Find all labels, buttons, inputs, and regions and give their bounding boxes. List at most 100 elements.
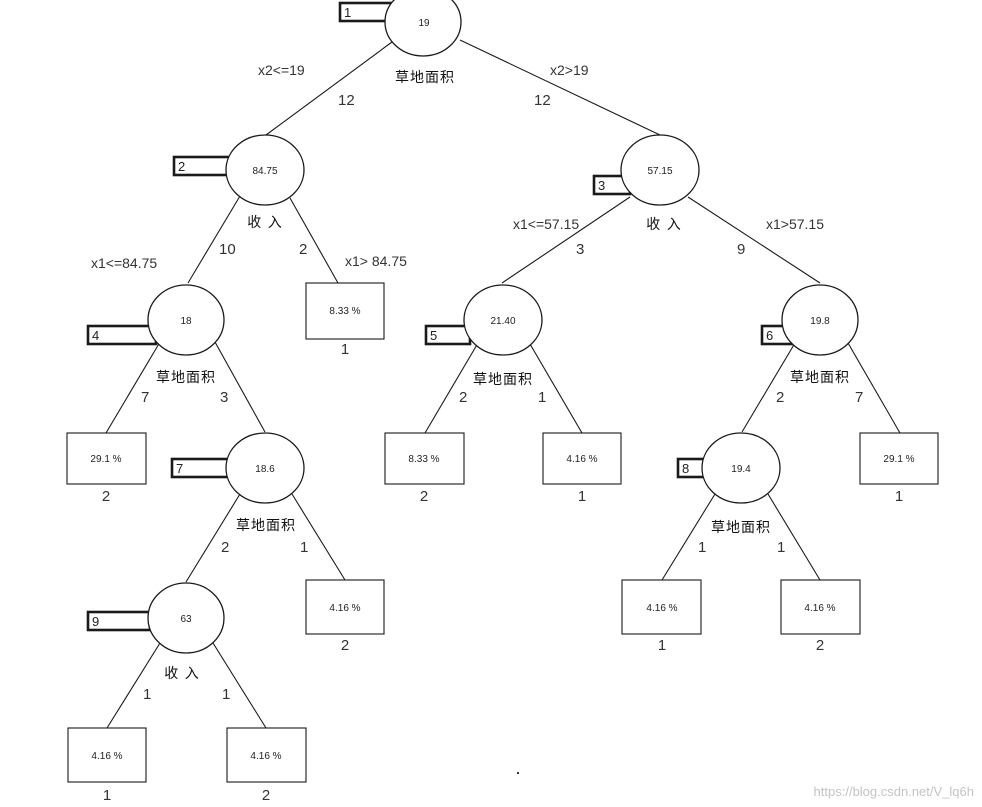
node-9-value: 63 [180,614,192,625]
leaf-i-pct: 4.16 % [91,751,122,762]
leaf-percentages: 8.33 % 29.1 % 8.33 % 4.16 % 29.1 % 4.16 … [90,306,914,762]
leaf-i-class: 1 [103,787,111,804]
edge-7-right-count: 1 [300,539,308,556]
edge-2-4 [187,195,241,284]
node-9-id: 9 [92,614,99,629]
node-2-value: 84.75 [252,166,277,177]
leaf-a-box [305,282,385,340]
edge-6-left-count: 2 [776,389,784,406]
leaf-b-pct: 29.1 % [90,454,121,465]
leaf-e-class: 1 [895,488,903,505]
edge-5-leaf-d [529,343,583,434]
edge-3-5 [501,196,631,284]
leaf-class-labels: 1 2 2 1 1 2 1 2 1 2 [102,341,903,804]
node-9-split-var: 收 入 [164,666,199,682]
leaf-f-box [305,579,385,635]
node-1-id: 1 [344,5,351,20]
edge-9-leaf-j [212,642,267,729]
edge-7-leaf-f [291,493,346,581]
node-6-circle [781,284,859,356]
node-6-value: 19.8 [810,316,830,327]
node-3-split-var: 收 入 [646,217,681,233]
leaf-d-class: 1 [578,488,586,505]
leaf-g-pct: 4.16 % [646,603,677,614]
edge-4-left-count: 7 [141,389,149,406]
leaf-boxes [66,282,939,783]
node-7-circle [225,432,305,504]
leaf-f-pct: 4.16 % [329,603,360,614]
edge-1-3 [459,39,661,136]
leaf-e-pct: 29.1 % [883,454,914,465]
edge-9-right-count: 1 [222,686,230,703]
edge-2-left-condition: x1<=84.75 [91,255,157,271]
watermark: https://blog.csdn.net/V_lq6h [814,784,974,799]
node-2-split-var: 收 入 [247,215,282,231]
node-4-split-var: 草地面积 [156,370,216,386]
edge-6-8 [741,342,796,433]
edge-4-leaf-b [105,341,161,434]
edge-8-left-count: 1 [698,539,706,556]
stray-dot [517,772,519,774]
edge-2-left-count: 10 [219,241,236,258]
leaf-c-pct: 8.33 % [408,454,439,465]
split-variable-labels: 草地面积 收 入 收 入 草地面积 草地面积 草地面积 草地面积 草地面积 收 … [156,70,849,682]
node-5-split-var: 草地面积 [473,372,533,388]
node-4-value: 18 [180,316,192,327]
node-7-id: 7 [176,461,183,476]
edge-1-right-count: 12 [534,92,551,109]
edge-7-left-count: 2 [221,539,229,556]
node-values: 19 84.75 57.15 18 21.40 19.8 18.6 19.4 6… [180,18,830,625]
edge-1-left-condition: x2<=19 [258,62,305,78]
node-8-split-var: 草地面积 [711,520,771,536]
edge-2-leaf-a [289,197,339,284]
node-2-id: 2 [178,159,185,174]
leaf-a-class: 1 [341,341,349,358]
leaf-h-class: 2 [816,637,824,654]
tree-edges [105,39,901,729]
node-8-value: 19.4 [731,464,751,475]
node-8-id: 8 [682,461,689,476]
edge-3-left-count: 3 [576,241,584,258]
edge-3-left-condition: x1<=57.15 [513,216,579,232]
edge-4-7 [214,341,266,433]
node-3-circle [620,134,700,206]
tree-nodes [147,0,859,654]
node-5-id: 5 [430,328,437,343]
leaf-d-box [542,432,622,485]
edge-1-right-condition: x2>19 [550,62,589,78]
node-7-split-var: 草地面积 [236,518,296,534]
leaf-g-box [621,579,702,635]
edge-count-labels: 12 12 10 2 3 9 7 3 2 1 2 7 2 1 1 1 1 1 [141,92,863,703]
edge-5-left-count: 2 [459,389,467,406]
node-5-value: 21.40 [490,316,515,327]
node-5-circle [463,284,543,356]
edge-4-right-count: 3 [220,389,228,406]
leaf-b-class: 2 [102,488,110,505]
leaf-g-class: 1 [658,637,666,654]
leaf-f-class: 2 [341,637,349,654]
edge-5-right-count: 1 [538,389,546,406]
leaf-b-box [66,432,147,485]
node-id-tabs [86,1,794,632]
edge-3-right-condition: x1>57.15 [766,216,824,232]
leaf-j-box [226,727,307,783]
edge-3-6 [687,196,821,284]
node-1-value: 19 [418,18,430,29]
node-4-circle [147,284,225,356]
node-4-id: 4 [92,328,99,343]
leaf-i-box [67,727,147,783]
node-8-circle [701,432,781,504]
edge-condition-labels: x2<=19 x2>19 x1<=84.75 x1> 84.75 x1<=57.… [91,62,824,271]
node-id-labels: 1 2 3 4 5 6 7 8 9 [92,5,773,629]
edge-8-right-count: 1 [777,539,785,556]
node-3-id: 3 [598,178,605,193]
edge-3-right-count: 9 [737,241,745,258]
leaf-h-pct: 4.16 % [804,603,835,614]
node-6-id: 6 [766,328,773,343]
edge-8-leaf-h [767,493,821,581]
edge-9-left-count: 1 [143,686,151,703]
edge-8-leaf-g [661,493,716,581]
edge-1-left-count: 12 [338,92,355,109]
leaf-j-class: 2 [262,787,270,804]
